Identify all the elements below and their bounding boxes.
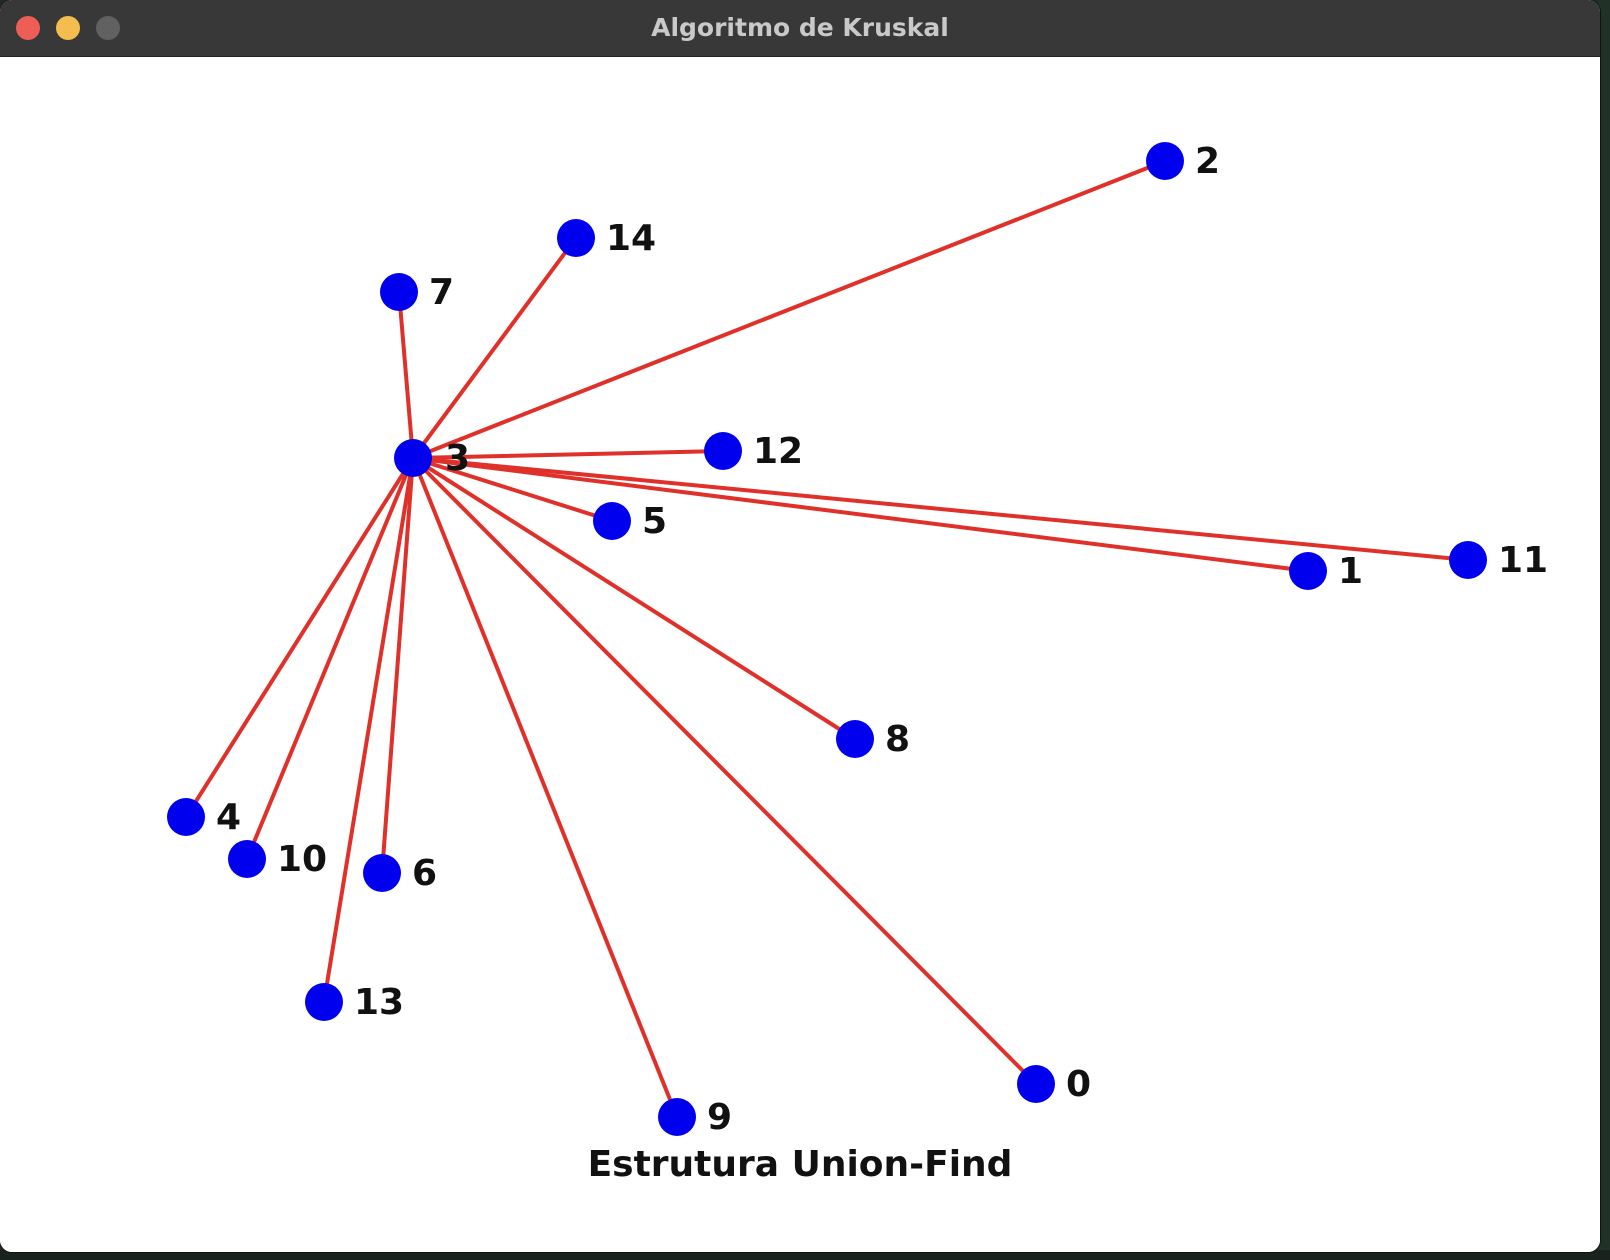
node-10[interactable] [228,840,266,878]
node-13[interactable] [305,983,343,1021]
edge-3-8 [411,456,857,741]
minimize-button[interactable] [56,16,80,40]
node-7[interactable] [380,273,418,311]
node-label-11: 11 [1498,540,1548,581]
edge-3-14 [411,236,578,460]
nodes-layer [167,142,1487,1136]
edge-3-13 [322,456,415,1004]
node-label-14: 14 [606,218,656,259]
node-label-6: 6 [412,853,437,894]
node-12[interactable] [704,432,742,470]
node-label-12: 12 [753,431,803,472]
edge-3-10 [245,456,415,861]
edge-3-12 [411,449,725,460]
node-label-4: 4 [216,797,241,838]
close-button[interactable] [16,16,40,40]
title-bar[interactable]: Algoritmo de Kruskal [0,0,1600,57]
node-2[interactable] [1146,142,1184,180]
edge-3-0 [411,456,1038,1086]
node-label-5: 5 [642,501,667,542]
node-8[interactable] [836,720,874,758]
edge-3-5 [411,456,614,523]
node-0[interactable] [1017,1065,1055,1103]
edge-3-2 [411,159,1167,460]
edge-3-4 [184,456,415,819]
node-label-0: 0 [1066,1064,1091,1105]
edge-3-9 [411,456,679,1119]
node-label-13: 13 [354,982,404,1023]
edge-3-7 [397,290,415,460]
node-3[interactable] [394,439,432,477]
node-6[interactable] [363,854,401,892]
node-4[interactable] [167,798,205,836]
node-11[interactable] [1449,541,1487,579]
node-5[interactable] [593,502,631,540]
node-9[interactable] [658,1098,696,1136]
maximize-button[interactable] [96,16,120,40]
background-app-strip [1598,0,1610,1260]
node-label-3: 3 [445,438,470,479]
node-label-9: 9 [707,1097,732,1138]
node-label-2: 2 [1195,141,1220,182]
edge-3-6 [380,456,415,875]
graph-caption: Estrutura Union-Find [587,1144,1013,1185]
edges-layer [184,159,1470,1119]
node-1[interactable] [1289,552,1327,590]
node-label-8: 8 [885,719,910,760]
window-title: Algoritmo de Kruskal [651,13,949,42]
node-label-1: 1 [1338,551,1363,592]
node-label-7: 7 [429,272,454,313]
node-label-10: 10 [277,839,327,880]
node-14[interactable] [557,219,595,257]
background-bottom-strip [0,1250,1610,1260]
edge-3-11 [411,456,1470,562]
edge-3-1 [411,456,1310,573]
